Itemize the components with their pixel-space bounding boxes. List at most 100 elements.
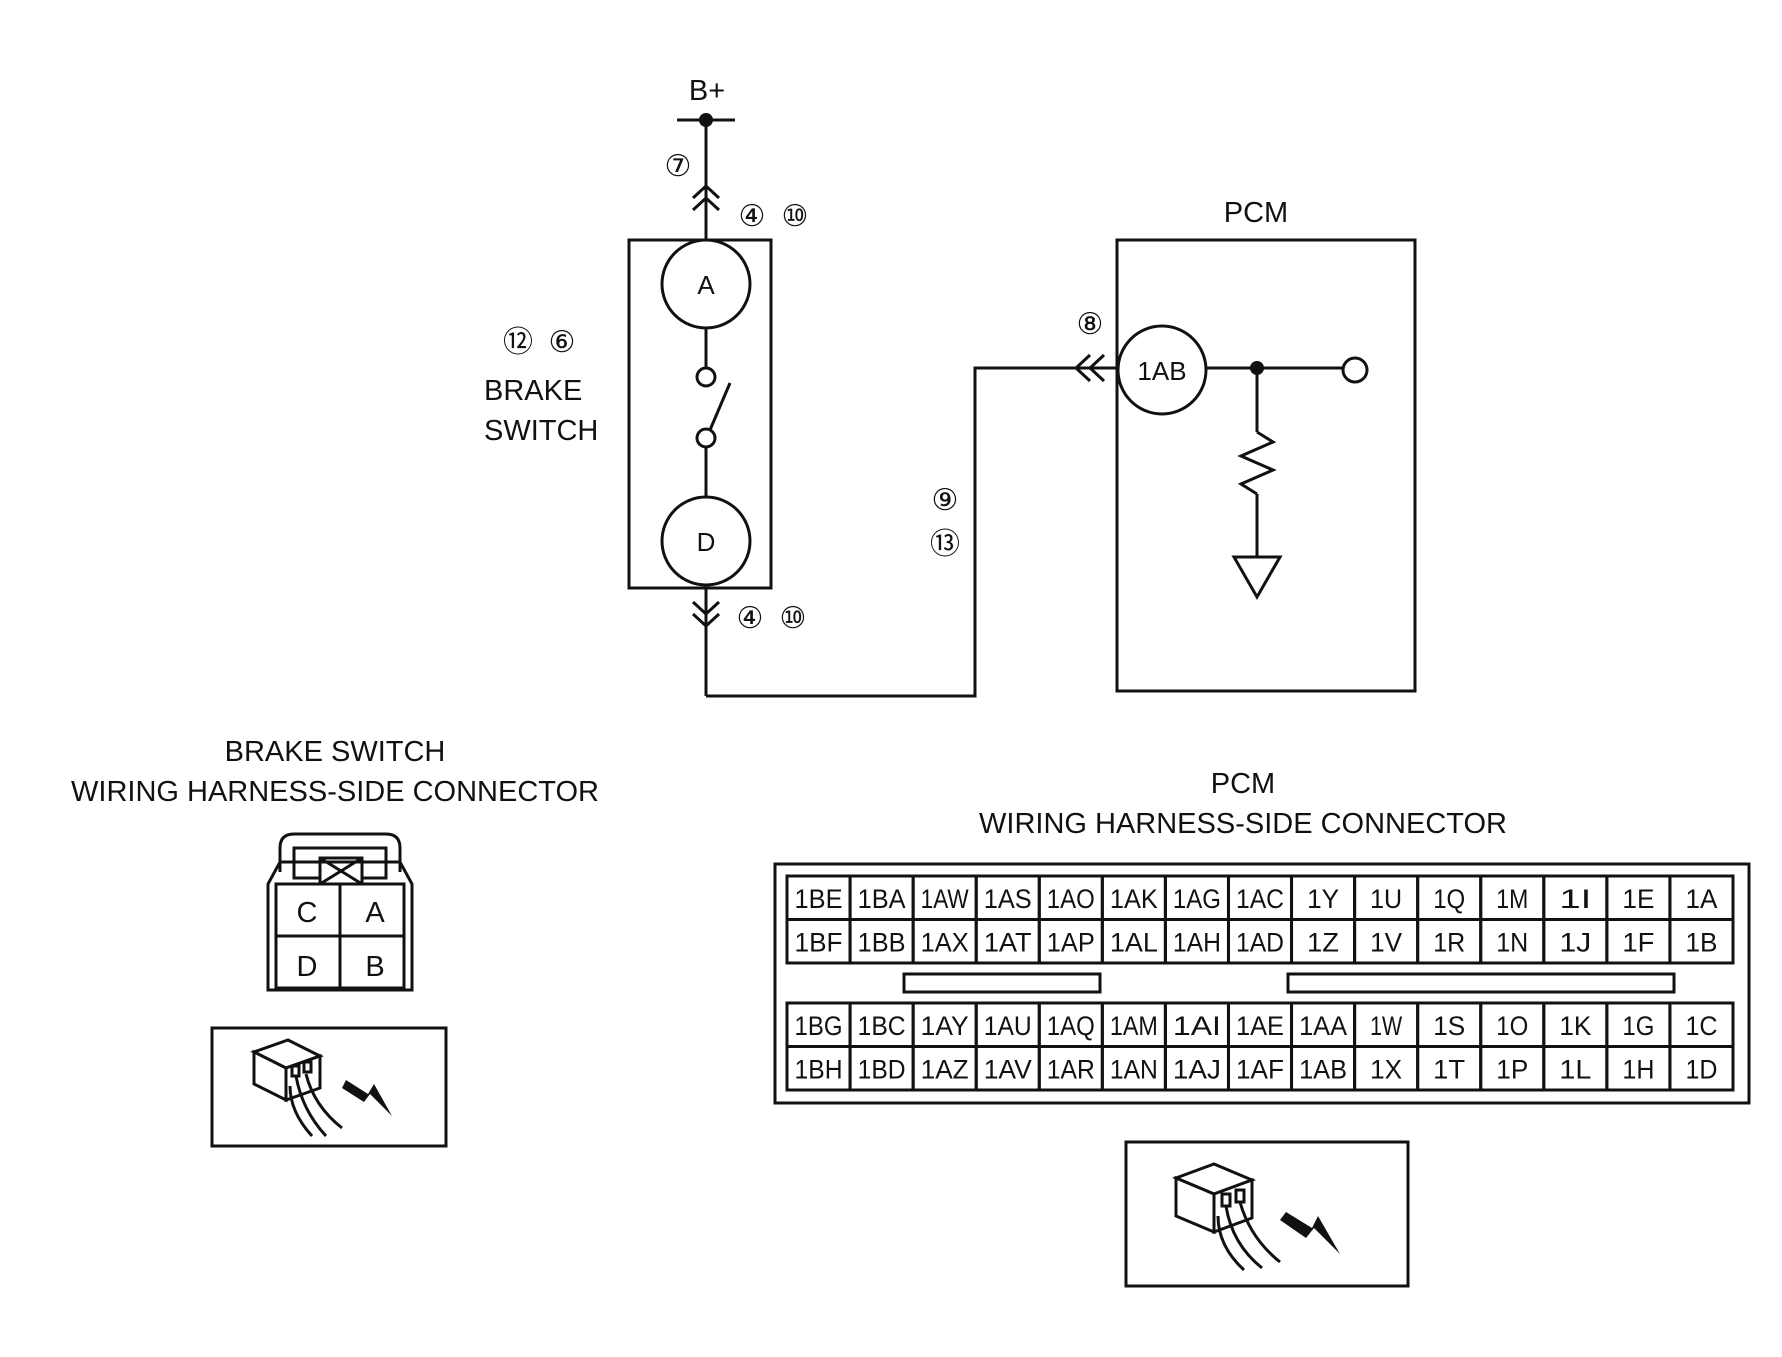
marker-wire-a: ⑨ bbox=[932, 484, 959, 517]
pcm-pin-label: 1AD bbox=[1236, 927, 1284, 957]
brake-switch-connector-title-2: WIRING HARNESS-SIDE CONNECTOR bbox=[71, 776, 599, 808]
pcm-pin-label: 1AL bbox=[1110, 927, 1158, 957]
pcm-pin-label: 1AC bbox=[1236, 884, 1284, 914]
pcm-pin-label: 1S bbox=[1433, 1011, 1465, 1041]
pcm-pin-label: 1AG bbox=[1173, 884, 1221, 914]
pcm-pin-label: 1AS bbox=[984, 884, 1032, 914]
pcm-pin-label: 1AT bbox=[984, 927, 1032, 957]
pcm-pin-label: 1AN bbox=[1110, 1054, 1158, 1084]
pcm-input-node bbox=[1341, 356, 1369, 384]
bottom-connector-chevron-2 bbox=[691, 612, 721, 629]
brake-switch-view-box bbox=[210, 1026, 448, 1148]
brake-switch-view-arrow-icon bbox=[342, 1080, 392, 1116]
brake-switch-connector: BRAKE SWITCH WIRING HARNESS-SIDE CONNECT… bbox=[71, 736, 599, 1148]
pcm-pin-label: 1J bbox=[1559, 927, 1591, 957]
marker-pcm-connector: ⑧ bbox=[1077, 308, 1104, 341]
brake-switch-circle-2: ⑥ bbox=[549, 326, 576, 359]
brake-switch-terminal-d bbox=[660, 495, 752, 587]
pcm-pin-label: 1BC bbox=[858, 1011, 906, 1041]
pcm-pin-label: 1AI bbox=[1173, 1011, 1221, 1041]
pcm-pin-label: 1A bbox=[1685, 884, 1717, 914]
pcm-connector-title-2: WIRING HARNESS-SIDE CONNECTOR bbox=[979, 808, 1507, 840]
pcm-pin-label: 1AA bbox=[1299, 1011, 1347, 1041]
pcm-pin-label: 1BB bbox=[858, 927, 906, 957]
pcm-view-arrow-icon bbox=[1280, 1212, 1340, 1254]
pcm-pin-label: 1P bbox=[1496, 1054, 1528, 1084]
pcm-pin-label: 1BH bbox=[795, 1054, 843, 1084]
brake-switch-terminal-d-label: D bbox=[697, 527, 716, 557]
schematic: B+ ⑦ ④ ⑩ A D ⑫ ⑥ BRAKE SWITCH ④ ⑩ ⑨ bbox=[484, 75, 1417, 698]
harness-wire bbox=[706, 366, 1118, 698]
pcm-connector-key-left bbox=[902, 972, 1102, 994]
pcm-pin-label: 1BG bbox=[795, 1011, 843, 1041]
pcm-pin-label: 1BF bbox=[795, 927, 843, 957]
marker-supply-wire: ⑦ bbox=[665, 150, 692, 183]
pcm-pin-label: 1W bbox=[1370, 1011, 1402, 1041]
pcm-pin-label: 1AO bbox=[1047, 884, 1095, 914]
pcm-pin-label: 1Y bbox=[1307, 884, 1339, 914]
marker-bottom-connector-b: ⑩ bbox=[780, 602, 807, 635]
pcm-pin-cell bbox=[1668, 918, 1735, 965]
brake-switch-pin-b: B bbox=[365, 951, 384, 983]
pcm-pin-label: 1K bbox=[1559, 1011, 1591, 1041]
marker-top-connector-b: ⑩ bbox=[782, 200, 809, 233]
pcm-pin-label: 1F bbox=[1622, 927, 1654, 957]
pcm-pin-label: 1X bbox=[1370, 1054, 1402, 1084]
marker-top-connector-a: ④ bbox=[739, 200, 766, 233]
pcm-resistor bbox=[1237, 430, 1277, 496]
brake-switch-connector-latch bbox=[278, 832, 402, 872]
pcm-pin-label: 1C bbox=[1685, 1011, 1717, 1041]
pcm-pin-label: 1AF bbox=[1236, 1054, 1284, 1084]
brake-switch-pin-c: C bbox=[297, 897, 318, 929]
pcm-terminal-label: 1AB bbox=[1137, 356, 1186, 386]
brake-switch-lever bbox=[708, 382, 732, 431]
pcm-pin-label: 1AW bbox=[921, 884, 969, 914]
pcm-connector-title-1: PCM bbox=[1211, 768, 1275, 800]
brake-switch-connector-housing bbox=[266, 860, 414, 992]
pcm-ground-symbol bbox=[1231, 555, 1283, 601]
brake-switch-name-2: SWITCH bbox=[484, 415, 598, 447]
pcm-pin-label: 1AE bbox=[1236, 1011, 1284, 1041]
brake-switch-pin-d: D bbox=[297, 951, 318, 983]
pcm-view-icon bbox=[1171, 1162, 1340, 1272]
pcm-title: PCM bbox=[1224, 197, 1288, 229]
pcm-pin-label: 1U bbox=[1370, 884, 1402, 914]
pcm-pin-label: 1I bbox=[1559, 884, 1591, 914]
pcm-pin-label: 1BD bbox=[858, 1054, 906, 1084]
brake-switch-terminal-a-label: A bbox=[697, 270, 715, 300]
pcm-connector-key-right bbox=[1286, 972, 1676, 994]
pcm-pin-label: 1AH bbox=[1173, 927, 1221, 957]
pcm-pin-label: 1AR bbox=[1047, 1054, 1095, 1084]
top-connector-chevron-2 bbox=[691, 195, 721, 212]
pcm-pin-label: 1V bbox=[1370, 927, 1402, 957]
pcm-pin-label: 1G bbox=[1622, 1011, 1654, 1041]
pcm-pin-label: 1AQ bbox=[1047, 1011, 1095, 1041]
pcm-pin-label: 1M bbox=[1496, 884, 1528, 914]
pcm-pin-label: 1B bbox=[1685, 927, 1717, 957]
pcm-pin-label: 1O bbox=[1496, 1011, 1528, 1041]
pcm-pin-label: 1N bbox=[1496, 927, 1528, 957]
pcm-pin-label: 1T bbox=[1433, 1054, 1465, 1084]
marker-wire-b: ⑬ bbox=[930, 528, 960, 561]
pcm-pin-label: 1AX bbox=[921, 927, 969, 957]
supply-label: B+ bbox=[689, 75, 725, 107]
brake-switch-connector-title-1: BRAKE SWITCH bbox=[225, 736, 446, 768]
pcm-pin-label: 1AV bbox=[984, 1054, 1032, 1084]
pcm-pin-label: 1L bbox=[1559, 1054, 1591, 1084]
bottom-connector-chevron-1 bbox=[691, 600, 721, 617]
top-connector-chevron-1 bbox=[691, 183, 721, 200]
pcm-terminal bbox=[1116, 324, 1208, 416]
pcm-connector-chevron-2 bbox=[1087, 353, 1106, 383]
pcm-pin-label: 1R bbox=[1433, 927, 1465, 957]
brake-switch-pin-a: A bbox=[365, 897, 385, 929]
pcm-connector-outline bbox=[773, 862, 1751, 1105]
pcm-pin-label: 1AB bbox=[1299, 1054, 1347, 1084]
pcm-pin-cell bbox=[1668, 1045, 1735, 1092]
pcm-pin-label: 1AZ bbox=[921, 1054, 969, 1084]
pcm-pin-label: 1AK bbox=[1110, 884, 1158, 914]
pcm-pin-label: 1E bbox=[1622, 884, 1654, 914]
brake-switch-circle-1: ⑫ bbox=[503, 326, 533, 359]
